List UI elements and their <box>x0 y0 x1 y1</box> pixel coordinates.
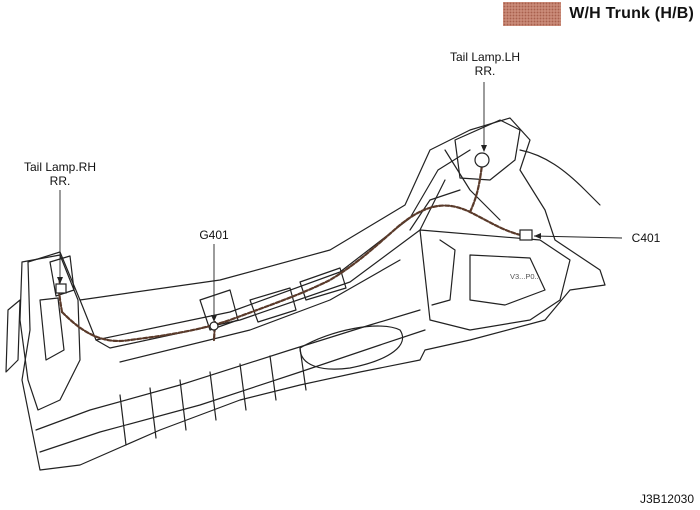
label-tail-lamp-lh-line1: Tail Lamp.LH <box>449 50 521 64</box>
label-tail-lamp-rh: Tail Lamp.RH RR. <box>14 160 106 188</box>
lh-lamp-housing <box>454 119 521 181</box>
drawing-code: J3B12030 <box>639 492 694 506</box>
floor-edge <box>35 309 421 431</box>
lh-lamp-connector <box>474 152 490 168</box>
left-panel <box>19 254 81 411</box>
harness-lh-branch <box>468 163 484 214</box>
label-tail-lamp-lh-line2: RR. <box>474 64 496 78</box>
right-quarter <box>419 229 571 331</box>
leader-c401 <box>533 235 623 239</box>
label-tail-lamp-rh-line2: RR. <box>49 174 71 188</box>
rh-lamp-connector <box>55 283 67 294</box>
body-outline <box>21 117 606 471</box>
label-tail-lamp-rh-line1: Tail Lamp.RH <box>23 160 97 174</box>
page-header: W/H Trunk (H/B) <box>503 0 700 28</box>
part-tag: V3...P0... <box>510 272 541 281</box>
c401-connector <box>519 229 533 241</box>
tire-well <box>299 325 404 370</box>
label-tail-lamp-lh: Tail Lamp.LH RR. <box>440 50 530 78</box>
page-title: W/H Trunk (H/B) <box>569 5 694 22</box>
g401-ground-point <box>209 321 219 331</box>
rear-cable <box>519 149 601 206</box>
label-c401: C401 <box>631 231 661 245</box>
upper-rail <box>79 149 471 341</box>
header-color-swatch <box>503 2 562 26</box>
harness-main <box>60 204 527 343</box>
label-g401: G401 <box>199 228 229 242</box>
